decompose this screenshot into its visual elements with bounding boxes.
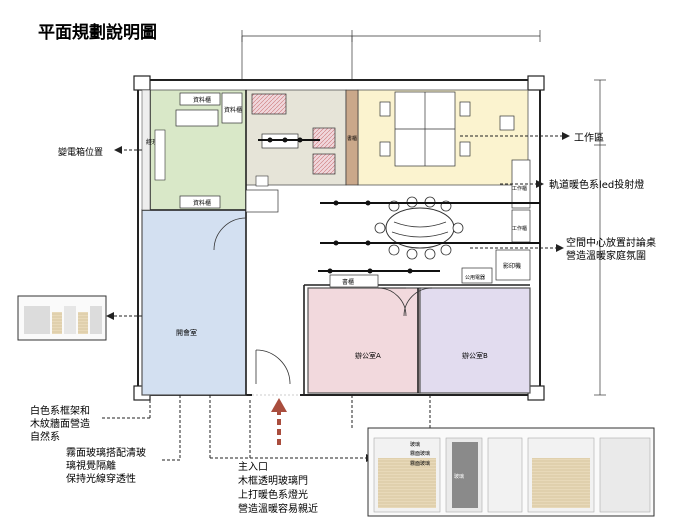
printer <box>495 249 531 281</box>
work-cabinet-label: 工作櫃 <box>512 225 527 232</box>
office-b-label: 辦公室B <box>462 351 488 360</box>
public-appliance <box>461 267 493 284</box>
bottom-elevation-image: 玻璃 霧面玻璃 霧面玻璃 玻璃 <box>367 427 655 517</box>
electric-box-note: 變電箱位置 <box>58 146 103 158</box>
blue-zone <box>141 209 247 396</box>
left-elevation-image <box>17 295 107 341</box>
elevation-label: 霧面玻璃 <box>410 450 430 457</box>
entrance-arrow <box>271 398 287 445</box>
sofa <box>251 93 287 115</box>
white-frame-note-2: 木紋牆面營造 <box>30 417 90 430</box>
office-a-label: 辦公室A <box>355 351 381 360</box>
public-appliance-label: 公用電器 <box>465 275 485 281</box>
pink-zone <box>307 287 421 394</box>
center-table-note-2: 營造溫暖家庭氛圍 <box>566 249 646 262</box>
doors <box>213 217 433 385</box>
counter-label: 書櫃 <box>342 278 354 286</box>
work-cabinet-label: 工作櫃 <box>512 185 527 192</box>
outer-wall <box>137 79 541 396</box>
entrance-note-4: 營造溫暖容易親近 <box>238 502 318 515</box>
workstations <box>379 91 515 167</box>
side-table <box>154 129 166 181</box>
storage-cabinet <box>221 92 243 124</box>
lilac-zone <box>419 287 531 394</box>
elevation-label: 霧面玻璃 <box>410 460 430 467</box>
frosted-glass-note-1: 霧面玻璃搭配清玻 <box>66 446 146 459</box>
dimension-lines <box>241 30 606 396</box>
elevation-label: 玻璃 <box>454 473 464 480</box>
center-table-note-1: 空間中心放置討論桌 <box>566 236 656 249</box>
leader-lines <box>100 135 566 461</box>
white-frame-note-3: 自然系 <box>30 430 60 443</box>
storage-cabinet <box>179 195 221 209</box>
bookshelf <box>345 89 359 186</box>
desk <box>175 109 219 127</box>
page-title: 平面規劃說明圖 <box>38 22 157 43</box>
storage-label: 資料櫃 <box>224 106 242 114</box>
work-area-note: 工作區 <box>574 132 604 144</box>
elevation-label: 玻璃 <box>410 441 420 448</box>
chair <box>255 175 269 187</box>
meeting-room-label: 開會室 <box>176 328 197 337</box>
printer-label: 影印機 <box>503 262 521 270</box>
storage-label: 資料櫃 <box>193 199 211 207</box>
entrance-note-3: 上打暖色系燈光 <box>238 488 308 501</box>
entrance-note-1: 主入口 <box>238 461 268 473</box>
bookshelf-label: 書櫃 <box>347 135 357 142</box>
frosted-glass-note-3: 保持光線穿透性 <box>66 472 136 485</box>
reception-counter <box>245 189 279 213</box>
armchair <box>312 153 336 175</box>
counter <box>329 274 379 288</box>
entrance-note-2: 木框透明玻璃門 <box>238 474 308 487</box>
storage-cabinet <box>179 92 221 106</box>
storage-label: 資料櫃 <box>193 96 211 104</box>
left-wall-strip <box>141 89 151 211</box>
armchair <box>312 127 336 149</box>
frosted-glass-note-2: 璃視覺隔離 <box>66 459 116 472</box>
track-light-note: 軌道暖色系led投射燈 <box>549 178 644 191</box>
white-frame-note-1: 白色系框架和 <box>30 404 90 417</box>
